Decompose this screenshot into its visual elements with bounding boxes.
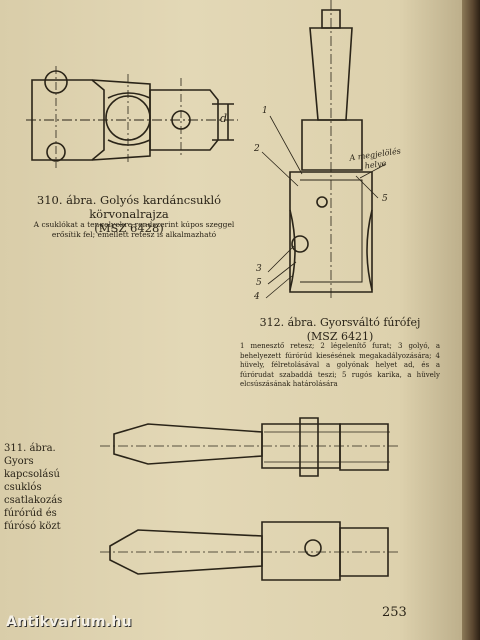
book-page: [0, 0, 470, 640]
fig312-caption-line2: (MSZ 6421): [306, 330, 374, 343]
fig312-caption: 312. ábra. Gyorsváltó fúrófej (MSZ 6421): [240, 316, 440, 344]
fig312-callout-2: 2: [254, 144, 260, 154]
fig311-caption-line: csatlakozás: [4, 495, 63, 506]
fig311-drawing: [100, 417, 400, 581]
book-spine: [462, 0, 480, 640]
fig312-drawing: [261, 0, 387, 300]
fig310-dimension-label: d: [220, 112, 228, 125]
fig310-caption-line1: 310. ábra. Golyós kardáncsukló körvonalr…: [36, 193, 222, 221]
fig310-drawing: [26, 66, 238, 168]
fig311-caption-line: csuklós: [4, 482, 42, 493]
fig310-description: A csuklókat a tengelyekre rendszerint kú…: [14, 220, 254, 240]
fig312-caption-line1: 312. ábra. Gyorsváltó fúrófej: [259, 316, 421, 329]
fig312-callout-4: 4: [254, 292, 260, 302]
fig310-caption: 310. ábra. Golyós kardáncsukló körvonalr…: [4, 193, 254, 235]
fig310-description-line1: A csuklókat a tengelyekre rendszerint kú…: [33, 220, 235, 229]
page-number: 253: [382, 605, 407, 620]
fig312-description: 1 menesztő retesz; 2 légelenítő furat; 3…: [240, 342, 440, 388]
fig312-callout-5b: 5: [256, 278, 262, 288]
fig311-caption-line: kapcsolású: [4, 469, 60, 480]
fig312-callout-3: 3: [256, 264, 262, 274]
fig311-caption-line: 311. ábra. Gyors: [4, 443, 56, 467]
fig310-description-line2: erősítik fel; emellett retesz is alkalma…: [51, 230, 217, 239]
fig310-caption-line2: (MSZ 6428): [94, 221, 164, 235]
fig311-caption: 311. ábra. Gyors kapcsolású csuklós csat…: [4, 442, 68, 533]
fig312-callout-1: 1: [262, 106, 268, 116]
fig311-caption-line: fúrórúd és: [4, 508, 57, 519]
fig311-caption-line: fúrósó közt: [4, 521, 61, 532]
watermark: Antikvarium.hu: [6, 614, 132, 630]
fig312-callout-5a: 5: [382, 194, 388, 204]
